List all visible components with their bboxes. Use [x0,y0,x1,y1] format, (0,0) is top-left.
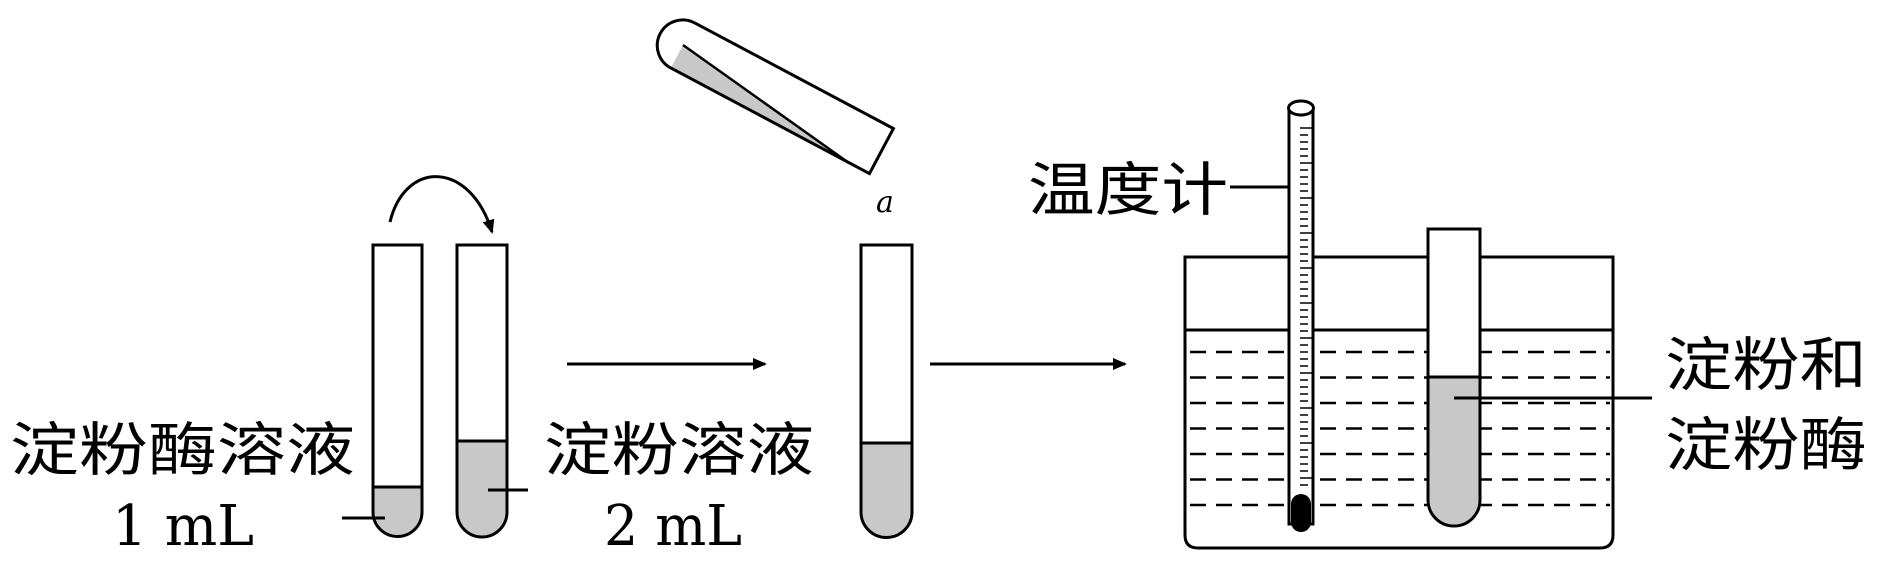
bath-tube-outline [1426,227,1482,528]
mixture-label-line2: 淀粉酶 [1665,411,1867,479]
bath-tube-liquid [1428,377,1480,526]
starch-tube-outline [455,243,509,539]
water-bath-beaker [1183,255,1615,550]
enzyme-solution-label: 淀粉酶溶液 [10,416,355,484]
thermometer [1287,99,1315,532]
starch-tube-liquid [457,441,507,537]
thermometer-bulb [1291,494,1311,532]
pouring-tube-liquid [670,45,848,162]
bath-test-tube [1426,227,1482,528]
pour-mark-label: a [876,185,894,220]
water-dashes [1190,350,1610,507]
enzyme-volume-label: 1 mL [112,494,254,559]
bath-tube-white [1428,229,1480,377]
mixed-test-tube [859,243,914,539]
enzyme-test-tube [371,243,424,538]
pouring-tube-outline [655,18,896,176]
mixture-label-line1: 淀粉和 [1665,331,1867,399]
thermometer-top [1287,99,1315,117]
thermometer-label: 温度计 [1028,156,1228,224]
mixed-tube-liquid [861,443,912,538]
mixed-tube-outline [859,243,914,539]
starch-solution-label: 淀粉溶液 [544,416,814,484]
enzyme-tube-liquid [373,487,422,537]
starch-test-tube [455,243,509,539]
thermometer-scale [1300,127,1312,486]
transfer-curve-arrow [388,175,495,234]
enzyme-tube-outline [371,243,424,538]
beaker-outline [1183,255,1615,550]
pouring-tube-liquid-surface [682,43,849,163]
pouring-tube [655,18,896,176]
starch-volume-label: 2 mL [604,494,742,559]
